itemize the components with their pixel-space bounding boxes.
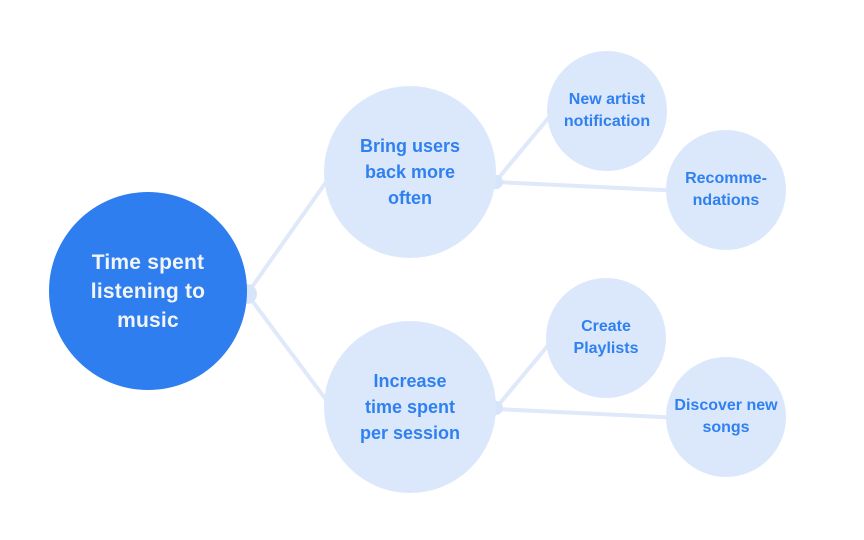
node-root-label: Time spent listening to music <box>90 250 206 332</box>
node-increase-time-per-session[interactable]: Increase time spent per session <box>324 321 496 493</box>
connector-root-to-branch-bottom <box>245 292 338 415</box>
node-bring-users-back-label: Bring users back more often <box>359 136 461 208</box>
node-new-artist-notification-label: New artist notification <box>563 91 651 130</box>
connector-branchbottom-to-discover <box>494 407 684 420</box>
node-create-playlists[interactable]: Create Playlists <box>546 278 666 398</box>
node-discover-new-songs[interactable]: Discover new songs <box>666 357 786 477</box>
node-new-artist-notification[interactable]: New artist notification <box>547 51 667 171</box>
node-bring-users-back[interactable]: Bring users back more often <box>324 86 496 258</box>
node-recommendations[interactable]: Recomme- ndations <box>666 130 786 250</box>
node-increase-time-per-session-label: Increase time spent per session <box>359 371 461 443</box>
node-create-playlists-label: Create Playlists <box>573 318 639 357</box>
node-recommendations-label: Recomme- ndations <box>685 170 767 209</box>
node-discover-new-songs-label: Discover new songs <box>674 397 778 436</box>
node-root[interactable]: Time spent listening to music <box>49 192 247 390</box>
connector-root-to-branch-top <box>245 166 338 296</box>
connector-branchtop-to-recommendations <box>494 180 684 193</box>
